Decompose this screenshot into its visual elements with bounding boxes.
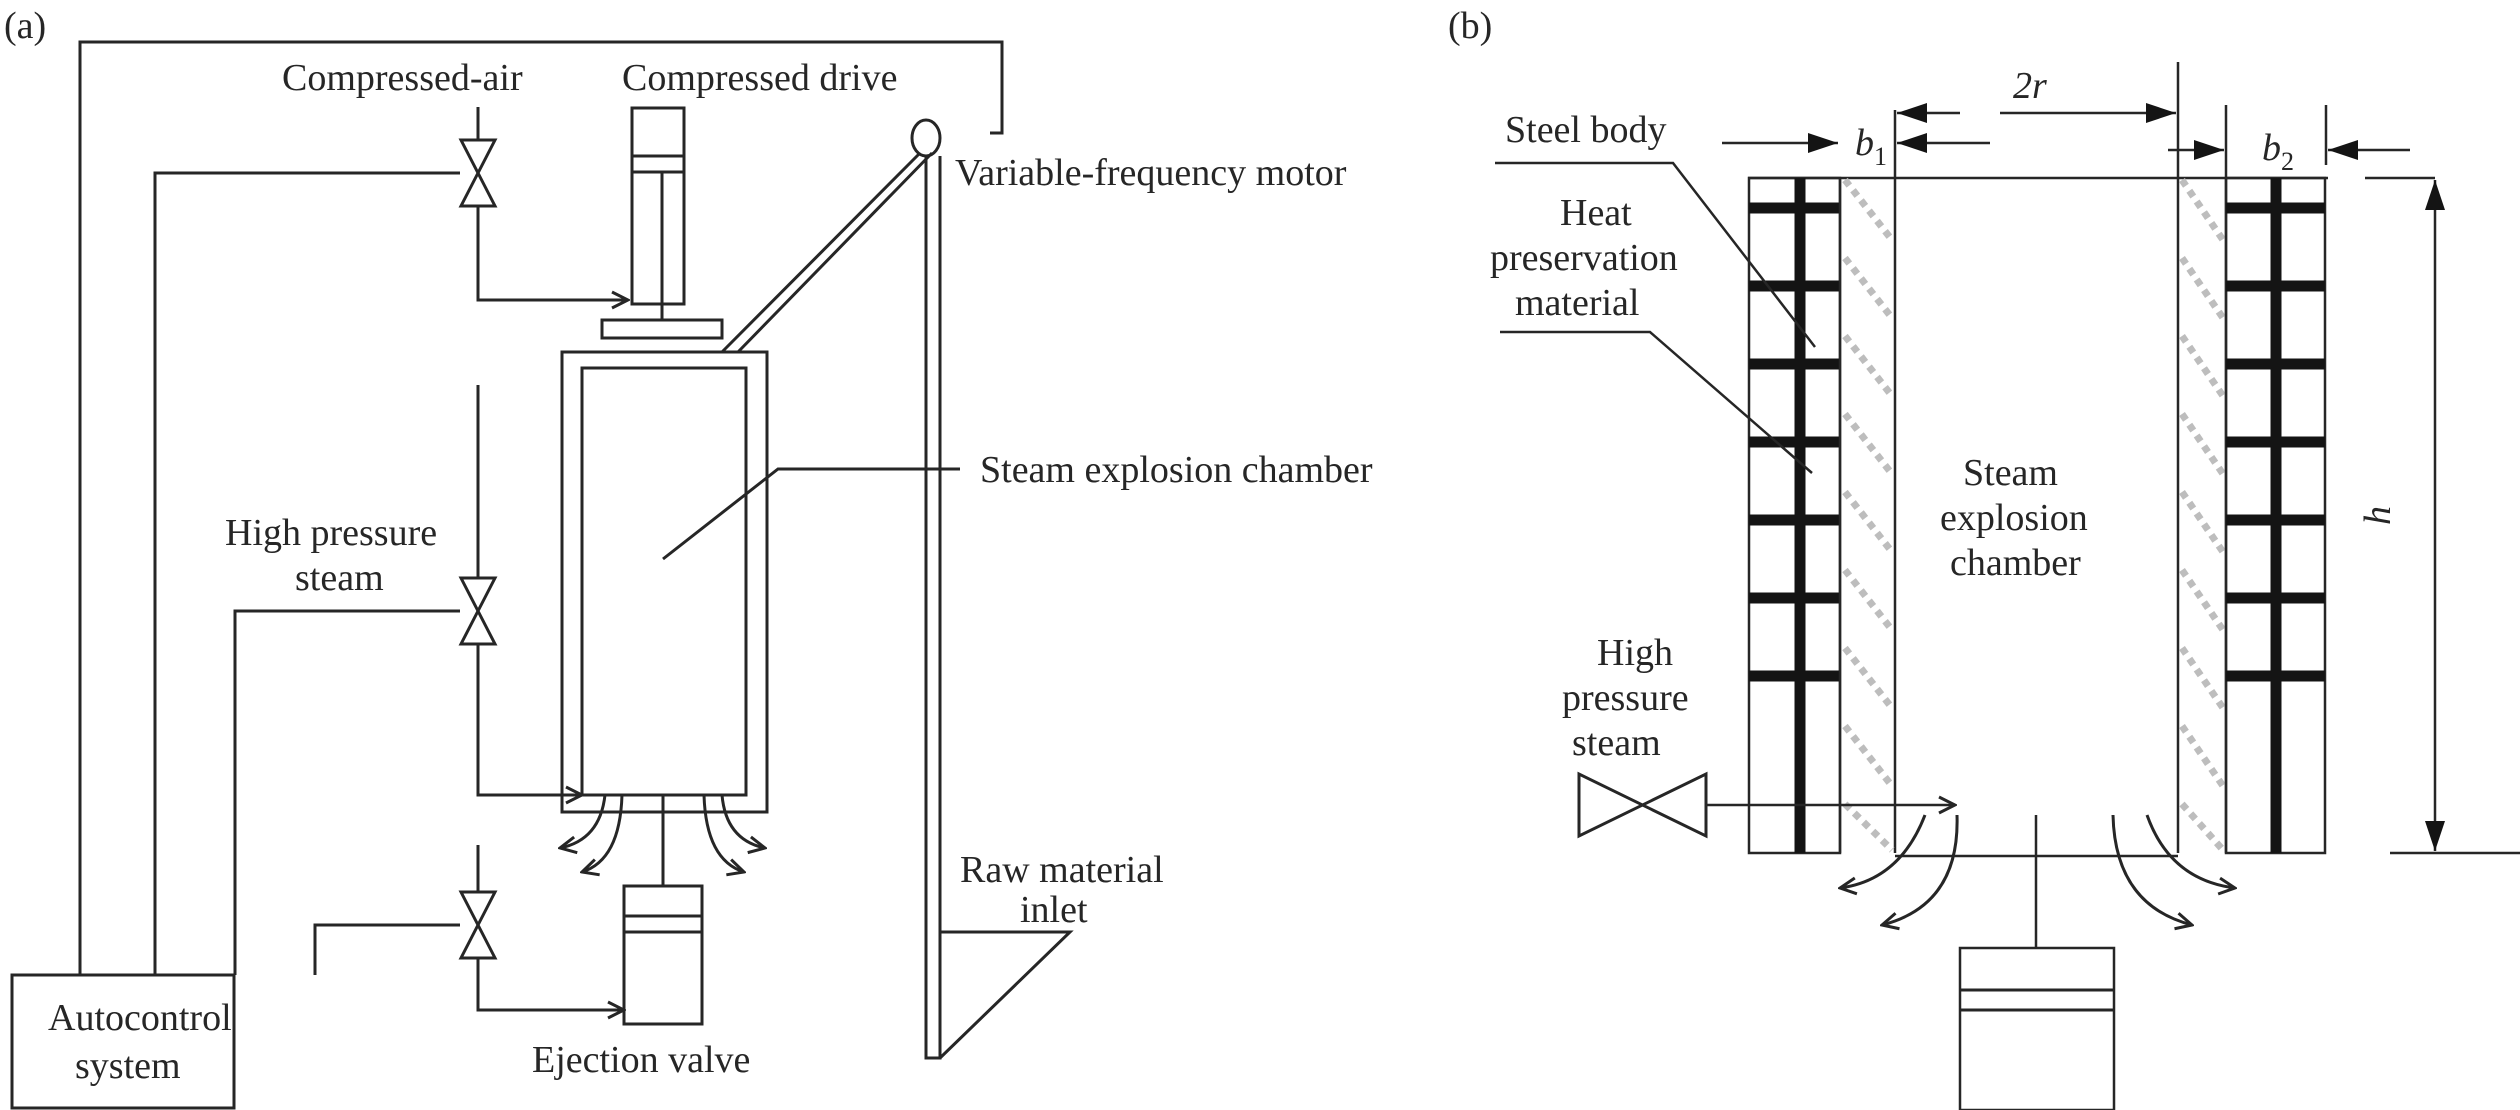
autocontrol-label-2: system bbox=[75, 1045, 181, 1087]
exhaust-arrows bbox=[560, 794, 765, 872]
steel-hatch-mark bbox=[2179, 178, 2226, 242]
steam-valve-control-wire bbox=[233, 609, 460, 975]
dimension-2r: 2r bbox=[1897, 65, 2176, 123]
dimension-b2: b2 bbox=[2168, 105, 2410, 176]
autocontrol-label-1: Autocontrol bbox=[48, 997, 232, 1039]
chamber-b-label-2: explosion bbox=[1940, 497, 2088, 539]
hp-steam-label-1: High pressure bbox=[225, 512, 437, 554]
dimension-h: h bbox=[2357, 176, 2520, 855]
conveyor-belt bbox=[720, 151, 922, 354]
svg-text:2r: 2r bbox=[2013, 65, 2047, 107]
hp-b-label-1: High bbox=[1597, 632, 1673, 674]
left-steel-body bbox=[1838, 110, 1897, 853]
steel-hatch-mark bbox=[1842, 645, 1895, 711]
ejection-valve-b[interactable] bbox=[1958, 946, 2116, 1110]
air-supply-line bbox=[476, 206, 628, 300]
steel-hatch-mark bbox=[2179, 724, 2226, 788]
panel-b: (b) Steel body bbox=[1448, 5, 2520, 1110]
air-valve-control-wire bbox=[153, 171, 460, 975]
motor-icon bbox=[910, 118, 942, 158]
chamber-b-label-3: chamber bbox=[1950, 542, 2081, 584]
heat-preservation-leader bbox=[1500, 330, 1813, 474]
panel-a-label: (a) bbox=[4, 5, 46, 47]
steel-hatch-mark bbox=[2179, 412, 2226, 476]
panel-b-label: (b) bbox=[1448, 5, 1492, 47]
compressed-drive-cylinder bbox=[600, 106, 724, 340]
ejection-valve-label: Ejection valve bbox=[532, 1039, 750, 1081]
steel-hatch-mark bbox=[1842, 489, 1895, 555]
svg-text:b2: b2 bbox=[2262, 127, 2294, 176]
right-heat-preservation-wall bbox=[2224, 176, 2327, 855]
hp-b-label-2: pressure bbox=[1562, 677, 1689, 719]
steam-supply-line bbox=[476, 644, 582, 795]
compressed-air-label: Compressed-air bbox=[282, 57, 523, 99]
hp-b-label-3: steam bbox=[1572, 722, 1661, 764]
raw-material-hopper bbox=[938, 930, 1074, 1060]
autocontrol-system-box[interactable] bbox=[10, 973, 236, 1110]
ejection-valve-cylinder[interactable] bbox=[622, 884, 704, 1026]
steel-hatch-mark bbox=[1842, 177, 1895, 243]
svg-text:h: h bbox=[2357, 506, 2399, 525]
steel-hatch-mark bbox=[1842, 255, 1895, 321]
heat-label-2: preservation bbox=[1490, 237, 1678, 279]
chamber-b-label-1: Steam bbox=[1963, 452, 2058, 494]
heat-label-1: Heat bbox=[1560, 192, 1632, 234]
steel-hatch-mark bbox=[2179, 568, 2226, 632]
steel-hatch-mark bbox=[1842, 723, 1895, 789]
ejection-control-valve-icon[interactable] bbox=[458, 890, 498, 960]
steel-hatch-mark bbox=[2179, 256, 2226, 320]
steel-hatch-mark bbox=[1842, 411, 1895, 477]
steel-body-leader bbox=[1495, 161, 1816, 348]
left-heat-preservation-wall bbox=[1747, 176, 1842, 855]
compressed-air-valve-icon[interactable] bbox=[458, 138, 498, 208]
right-steel-body bbox=[2176, 62, 2228, 853]
hp-steam-valve-icon[interactable] bbox=[458, 576, 498, 646]
steel-hatch-mark bbox=[2179, 801, 2226, 853]
heat-label-3: material bbox=[1515, 282, 1639, 324]
panel-a: (a) Compressed-air Compressed drive Vari… bbox=[4, 5, 1373, 1110]
dimension-b1: b1 bbox=[1722, 122, 1990, 171]
steel-hatch-mark bbox=[1842, 567, 1895, 633]
hp-steam-label-2: steam bbox=[295, 557, 384, 599]
motor-control-wire bbox=[78, 40, 1004, 975]
steel-hatch-mark bbox=[2179, 490, 2226, 554]
compressed-drive-label: Compressed drive bbox=[622, 57, 897, 99]
steam-explosion-chamber bbox=[560, 350, 960, 814]
steel-hatch-mark bbox=[1842, 801, 1895, 853]
steel-hatch-mark bbox=[2179, 646, 2226, 710]
steel-hatch-mark bbox=[1842, 333, 1895, 399]
hp-steam-valve-b-icon[interactable] bbox=[1577, 771, 1708, 839]
svg-text:b1: b1 bbox=[1855, 122, 1887, 171]
chamber-label: Steam explosion chamber bbox=[980, 449, 1373, 491]
steel-body-label: Steel body bbox=[1505, 109, 1666, 151]
exhaust-arrows-b bbox=[1840, 814, 2235, 925]
steel-hatch-mark bbox=[2179, 334, 2226, 398]
motor-label: Variable-frequency motor bbox=[955, 152, 1347, 194]
raw-material-label-1: Raw material bbox=[960, 849, 1164, 891]
ejection-valve-control-wire bbox=[313, 923, 460, 975]
raw-material-label-2: inlet bbox=[1020, 889, 1088, 931]
